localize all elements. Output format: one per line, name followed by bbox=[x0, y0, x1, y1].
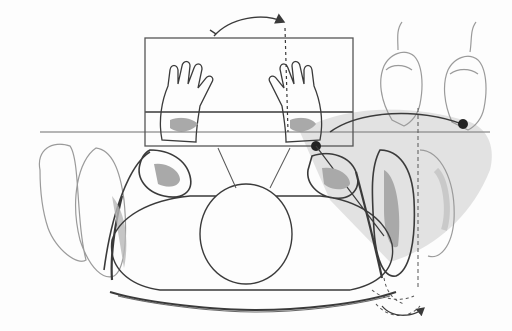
rotation-arrow-icon bbox=[210, 17, 288, 132]
ghost-hand-mouse-2 bbox=[445, 22, 486, 130]
head bbox=[200, 184, 292, 284]
chest-line-right bbox=[270, 148, 290, 188]
left-hand bbox=[160, 62, 212, 143]
pivot-point-icon bbox=[458, 119, 468, 129]
left-arm bbox=[39, 144, 190, 280]
chest-line-left bbox=[218, 148, 236, 188]
rotation-arrow-icon bbox=[382, 306, 424, 315]
